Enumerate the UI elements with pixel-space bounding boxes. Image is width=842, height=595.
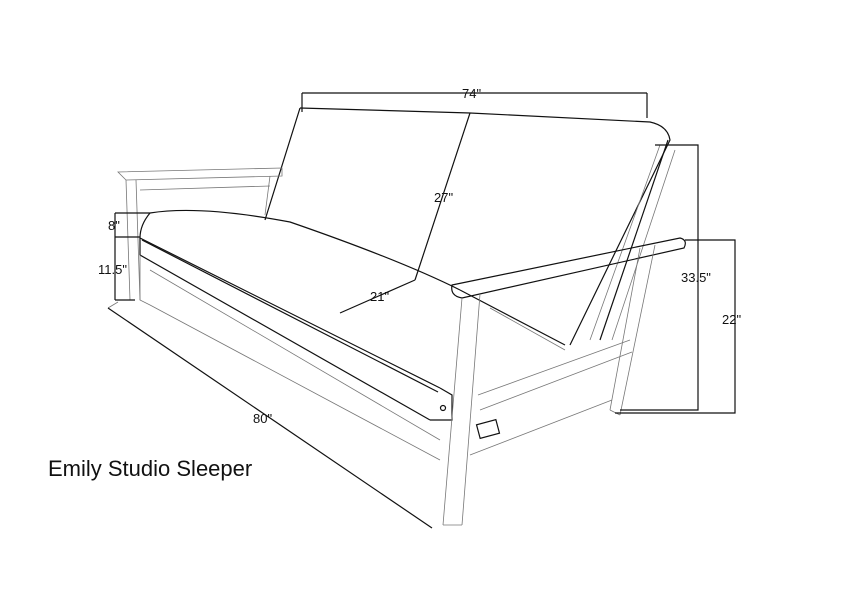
- dim-21: 21": [370, 289, 389, 304]
- dim-27: 27": [434, 190, 453, 205]
- futon-outline: [107, 92, 736, 529]
- dim-22: 22": [722, 312, 741, 327]
- dim-8: 8": [108, 218, 120, 233]
- dim-33-5: 33.5": [681, 270, 711, 285]
- product-title: Emily Studio Sleeper: [48, 456, 253, 481]
- dim-11-5: 11.5": [98, 262, 127, 277]
- dim-74: 74": [462, 86, 481, 101]
- dim-80: 80": [253, 411, 272, 426]
